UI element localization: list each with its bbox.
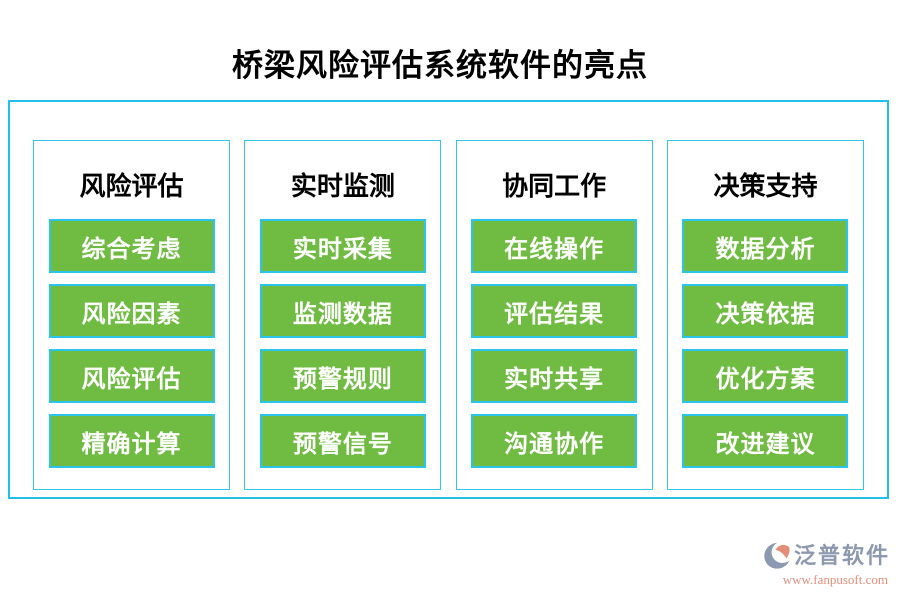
feature-item: 精确计算 xyxy=(48,414,215,469)
column-collaboration: 协同工作 在线操作 评估结果 实时共享 沟通协作 xyxy=(455,140,653,490)
feature-item: 实时采集 xyxy=(259,219,426,274)
column-risk-assessment: 风险评估 综合考虑 风险因素 风险评估 精确计算 xyxy=(33,140,230,490)
feature-item: 改进建议 xyxy=(682,414,849,469)
feature-item: 在线操作 xyxy=(471,219,638,274)
feature-item: 综合考虑 xyxy=(48,219,215,274)
feature-item: 决策依据 xyxy=(682,284,849,339)
fanpu-logo-icon xyxy=(764,542,790,569)
feature-item: 实时共享 xyxy=(471,349,638,404)
page-title: 桥梁风险评估系统软件的亮点 xyxy=(232,48,648,83)
column-decision-support: 决策支持 数据分析 决策依据 优化方案 改进建议 xyxy=(666,140,864,490)
feature-item: 风险评估 xyxy=(48,349,215,404)
feature-item: 优化方案 xyxy=(682,349,849,404)
column-header: 协同工作 xyxy=(502,172,607,201)
feature-item: 沟通协作 xyxy=(471,414,638,469)
column-realtime-monitoring: 实时监测 实时采集 监测数据 预警规则 预警信号 xyxy=(244,140,442,490)
feature-item: 数据分析 xyxy=(682,219,849,274)
brand-url: www.fanpusoft.com xyxy=(782,572,888,587)
feature-item: 评估结果 xyxy=(471,284,638,339)
brand-name: 泛普软件 xyxy=(793,543,890,568)
column-header: 决策支持 xyxy=(713,172,818,201)
feature-item: 预警规则 xyxy=(259,349,426,404)
fanpu-watermark: 泛普软件 www.fanpusoft.com xyxy=(762,541,890,588)
feature-item: 预警信号 xyxy=(259,414,426,469)
feature-item: 风险因素 xyxy=(48,284,215,339)
highlights-panel: 风险评估 综合考虑 风险因素 风险评估 精确计算 实时监测 实时采集 监测数据 … xyxy=(8,100,889,499)
feature-item: 监测数据 xyxy=(259,284,426,339)
column-header: 风险评估 xyxy=(79,172,184,201)
column-header: 实时监测 xyxy=(290,172,395,201)
